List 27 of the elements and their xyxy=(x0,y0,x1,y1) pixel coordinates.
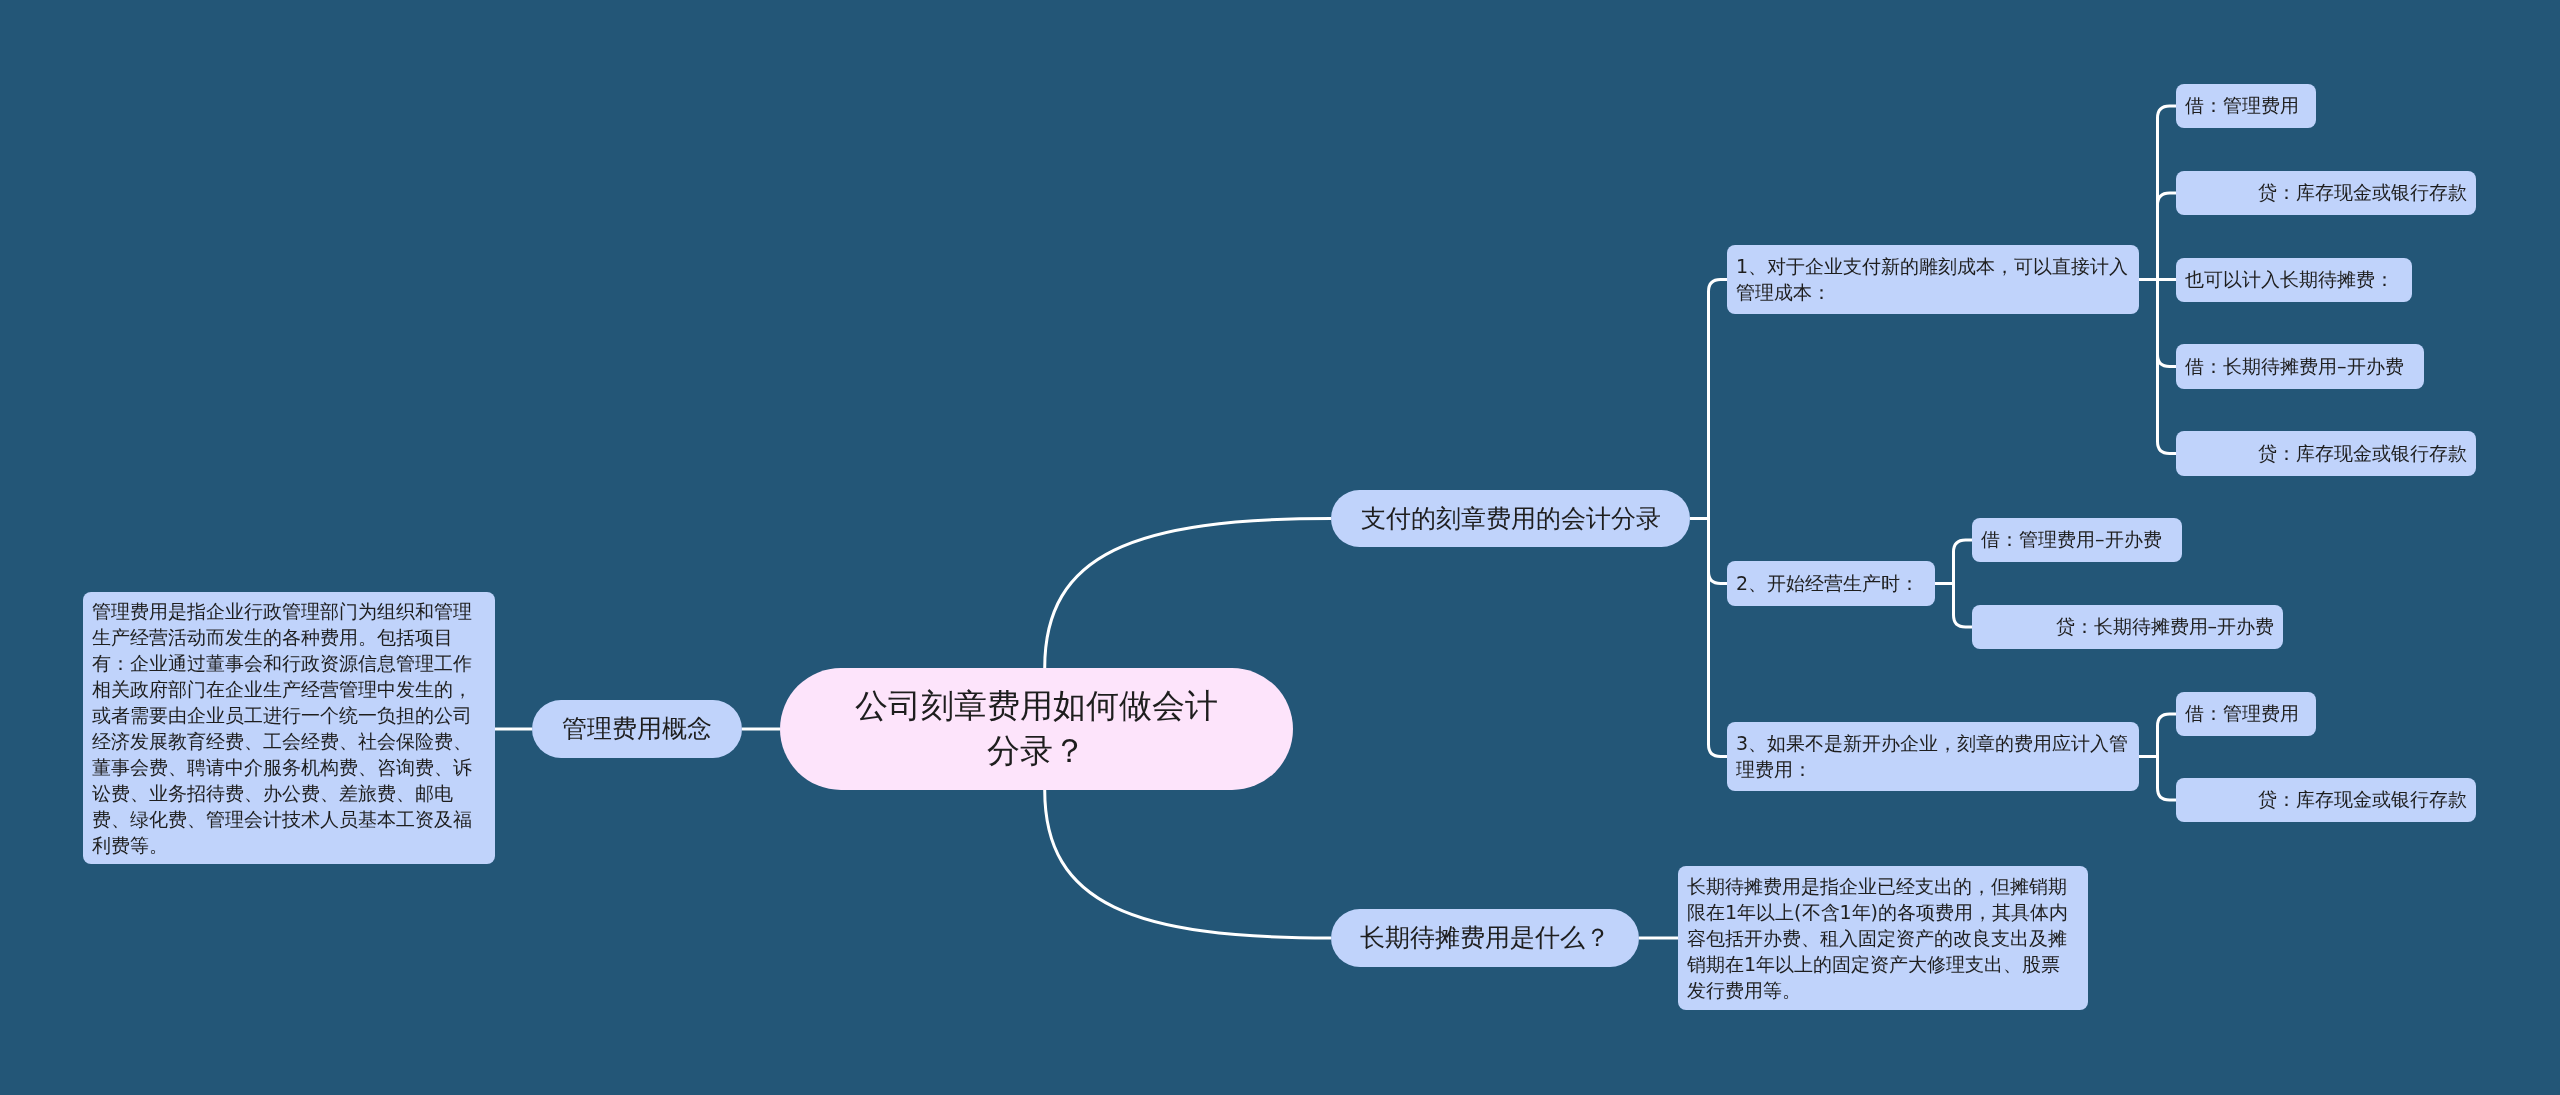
note-box: 长期待摊费用是指企业已经支出的，但摊销期限在1年以上(不含1年)的各项费用，其具体内容包括开办费、租入固定资产的改良支出及摊销期在1年以上的固定资产大修理支出、股票发行费用等。 xyxy=(1678,866,2088,1010)
connector-line xyxy=(1639,936,1678,940)
note-box: 管理费用是指企业行政管理部门为组织和管理生产经营活动而发生的各种费用。包括项目有：企业通过董事会和行政资源信息管理工作相关政府部门在企业生产经营管理中发生的，或者需要由企业员工进行一个统一负担的公司经济发展教育经费、工会经费、社会保险费、董事会费、聘请中介服务机构费、咨询费、诉讼费、业务招待费、办公费、差旅费、邮电费、绿化费、管理会计技术人员基本工资及福利费等。 xyxy=(83,592,495,864)
subtopic-box: 1、对于企业支付新的雕刻成本，可以直接计入管理成本： xyxy=(1727,245,2139,314)
subtopic-box: 3、如果不是新开办企业，刻章的费用应计入管理费用： xyxy=(1727,722,2139,791)
connector-line xyxy=(742,727,780,731)
main-topic: 支付的刻章费用的会计分录 xyxy=(1331,490,1690,547)
subtopic-box: 2、开始经营生产时： xyxy=(1727,561,1935,606)
connector-line xyxy=(495,727,532,731)
connector-line xyxy=(2139,755,2176,802)
subtopic-box: 借：管理费用 xyxy=(2176,84,2316,128)
subtopic-box: 借：管理费用–开办费 xyxy=(1972,518,2182,562)
central-topic: 公司刻章费用如何做会计分录？ xyxy=(780,668,1293,790)
subtopic-box: 贷：库存现金或银行存款 xyxy=(2176,778,2476,822)
subtopic-box: 借：管理费用 xyxy=(2176,692,2316,736)
connector-line xyxy=(1043,789,1332,940)
main-topic: 管理费用概念 xyxy=(532,700,742,758)
subtopic-box: 贷：长期待摊费用–开办费 xyxy=(1972,605,2283,649)
connector-line xyxy=(2139,278,2176,455)
subtopic-box: 借：长期待摊费用–开办费 xyxy=(2176,344,2424,389)
subtopic-box: 也可以计入长期待摊费： xyxy=(2176,258,2412,302)
subtopic-box: 贷：库存现金或银行存款 xyxy=(2176,431,2476,476)
main-topic: 长期待摊费用是什么？ xyxy=(1331,909,1639,967)
connector-line xyxy=(1690,517,1727,758)
connector-line xyxy=(1043,517,1332,669)
connector-line xyxy=(1935,582,1972,629)
subtopic-box: 贷：库存现金或银行存款 xyxy=(2176,171,2476,215)
